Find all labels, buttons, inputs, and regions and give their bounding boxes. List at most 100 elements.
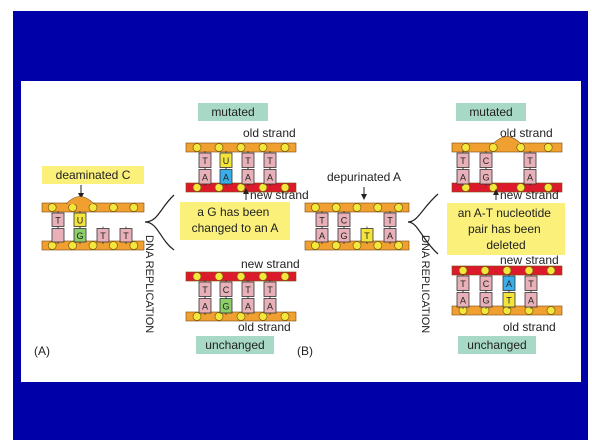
base-top-letter: T [319,215,325,225]
base-bottom-letter: A [527,172,533,182]
base-bottom [523,169,537,185]
base-top-letter: T [245,285,251,295]
strand-top-node [480,266,490,275]
strand-bottom-node [311,241,320,250]
fork-lines-b [407,193,439,255]
base-top-letter: C [341,215,348,225]
strand-bottom-node [68,241,77,250]
strand-top-node [47,203,57,212]
new-strand-label-a-top: new strand [250,188,309,202]
base-bottom-letter: A [223,172,229,182]
base-top-letter: T [387,215,393,225]
deaminated-c-label: deaminated C [56,168,131,182]
base-bottom [360,228,374,243]
strand-top-node [214,143,224,152]
strand-top-node [524,266,534,275]
base-bottom [383,228,397,243]
strand-top-node [258,143,268,152]
base-bottom [456,169,470,185]
strand-top-node [88,203,98,212]
base-bottom-letter: G [482,172,489,182]
unchanged-tab-a [196,336,274,354]
frame-top-band [13,11,588,81]
base-bottom [315,228,329,243]
base-bottom [198,169,212,185]
depurinated-a-label: depurinated A [327,170,401,184]
base-bottom [96,228,110,243]
strand-top-node [502,266,512,275]
base-bottom [219,298,233,314]
base-top-letter: T [202,156,208,166]
mutation-note-box-a [180,202,290,240]
base-top-letter: C [483,279,490,289]
strand-bottom-node [258,312,268,321]
frame-bottom-band [13,382,588,440]
old-strand-label-a-bottom: old strand [238,320,291,334]
strand-bottom-node [258,183,268,192]
base-top-letter: U [77,215,84,225]
base-bottom-letter: A [245,172,251,182]
base-top-letter: U [223,156,230,166]
strand-top-node [458,266,468,275]
strand-bulge [492,136,522,145]
strand-top-node [280,272,290,281]
base-bottom [219,169,233,185]
base-bottom-letter: A [319,231,325,241]
strand-top-node [68,203,77,212]
base-top-letter: T [460,156,466,166]
unchanged-label-a: unchanged [205,338,264,352]
mutated-label-b: mutated [469,105,512,119]
strand-top-node [331,203,341,212]
strand-bottom-node [546,306,556,315]
new-strand-label-b-top: new strand [500,188,559,202]
strand-top-node [352,203,362,212]
base-bottom-letter: A [245,301,251,311]
strand-top-node [488,143,498,152]
base-bottom-letter: A [202,301,208,311]
base-top-letter: C [223,285,230,295]
strand-top-node [546,266,556,275]
mutated-label-a: mutated [211,105,254,119]
base-top-letter: T [267,285,273,295]
strand-top-node [129,203,139,212]
strand-top-node [258,272,268,281]
strand-bottom-node [214,183,224,192]
base-top-letter: C [483,156,490,166]
base-bottom [119,228,133,243]
base-bottom-letter: G [482,295,489,305]
base-bottom [73,228,87,243]
base-bottom-letter: A [202,172,208,182]
base-top-letter: T [528,279,534,289]
base-bottom-letter: T [364,231,370,241]
base-bottom [337,228,351,243]
base-top-letter: T [527,156,533,166]
strand-bottom-node [394,241,403,250]
new-strand-label-b-bottom: new strand [500,253,559,267]
base-bottom [479,169,493,185]
strand-top-node [461,143,471,152]
mutation-note-a: a G has been changed to an A [192,205,279,235]
unchanged-tab-b [458,336,536,354]
strand-top-node [394,203,403,212]
strand-top-node [109,203,118,212]
base-bottom-letter: A [387,231,393,241]
old-strand-label-a-top: old strand [243,126,296,140]
strand-top-node [516,143,526,152]
frame-right-bar [581,11,588,440]
base-bottom-letter: A [267,172,273,182]
base-bottom-letter: G [340,231,347,241]
base-bottom [198,298,212,314]
base-bottom [241,169,255,185]
base-bottom [51,228,65,243]
strand-bottom-node [373,241,383,250]
panel-label-a: (A) [34,344,50,358]
base-bottom-letter: A [460,172,466,182]
strand-bottom-node [480,306,490,315]
strand-top-node [373,203,383,212]
base-bottom-letter: A [460,295,466,305]
